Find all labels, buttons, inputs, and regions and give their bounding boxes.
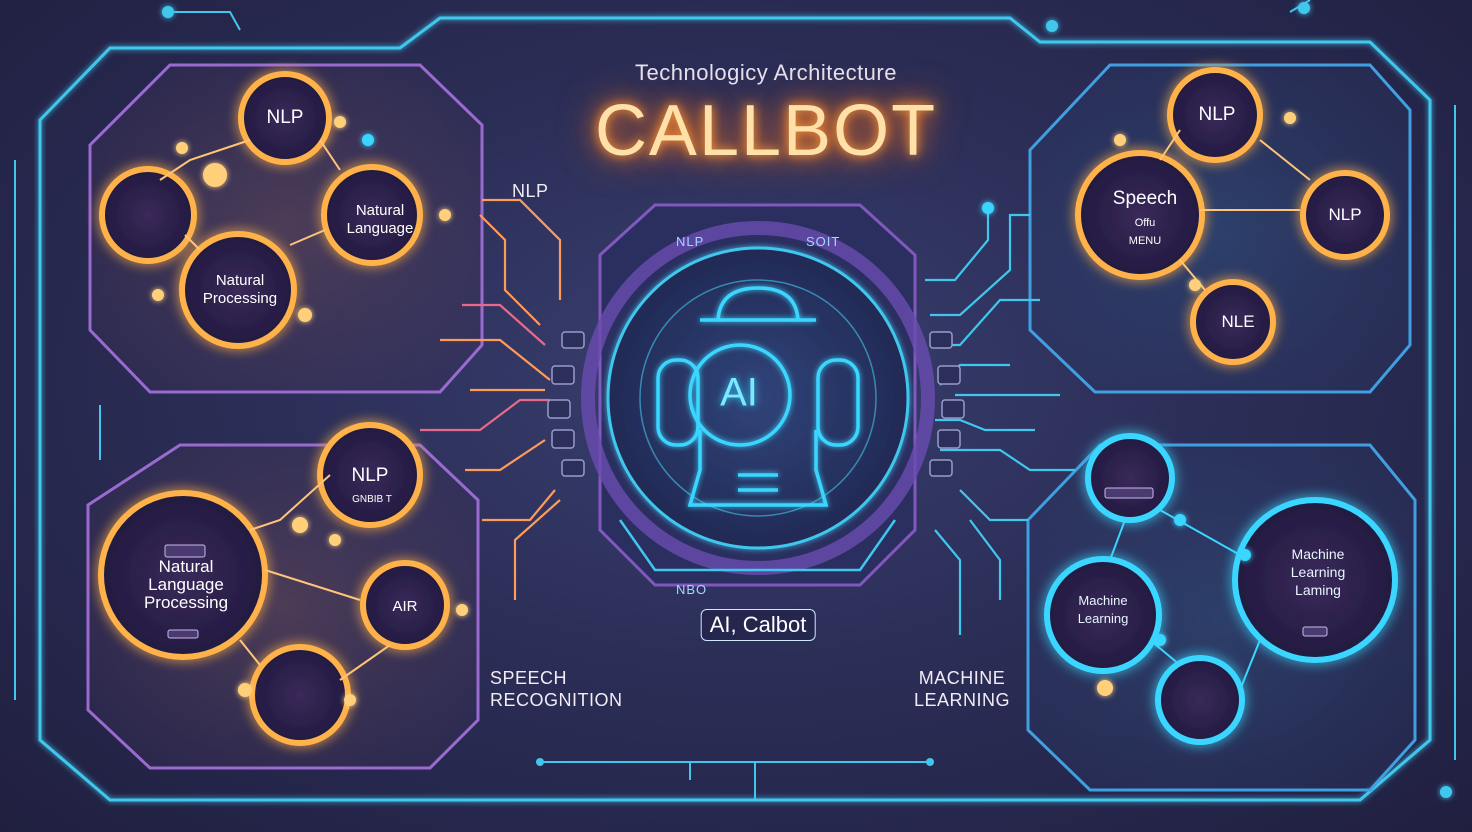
machine-learning-label: MACHINE LEARNING xyxy=(914,668,1011,710)
node-natural-language: Natural Language xyxy=(346,202,414,237)
circuit-traces-left xyxy=(420,198,562,600)
core-top-tag-left: NLP xyxy=(676,234,705,249)
nlp-connector-label: NLP xyxy=(512,181,549,201)
frame-node-dot xyxy=(162,6,174,18)
node-nlp-top-left: NLP xyxy=(266,107,304,128)
core-bottom-tag: NBO xyxy=(676,582,708,597)
frame-node-dot xyxy=(926,758,934,766)
node-machine-learning-right: Machine Learning Laming xyxy=(1290,546,1346,598)
node-nlp-sub: GNBIB T xyxy=(352,494,392,505)
node-natural-language-processing: Natural Language Processing xyxy=(143,557,229,612)
node-air: AIR xyxy=(392,598,418,615)
circuit-traces-right xyxy=(925,208,1075,635)
junction-dots xyxy=(152,112,1296,706)
core-top-tag-right: SOIT xyxy=(806,234,841,249)
speech-recognition-label: SPEECH RECOGNITION xyxy=(490,668,623,710)
core-badge: AI, Calbot xyxy=(700,609,816,641)
node-nlp-top-right: NLP xyxy=(1198,104,1236,125)
node-links xyxy=(159,129,1311,691)
node-rings-cool xyxy=(1044,433,1398,745)
core-ai-label: AI xyxy=(720,370,758,415)
page-title: CALLBOT xyxy=(594,91,938,171)
outer-frame xyxy=(38,16,1432,802)
node-speech-sub: Offu MENU xyxy=(1128,217,1162,247)
node-machine-learning-left: Machine Learning xyxy=(1077,593,1129,626)
frame-node-dot xyxy=(1440,786,1452,798)
frame-accents xyxy=(14,0,1456,800)
frame-node-dot xyxy=(1046,20,1058,32)
node-nlp-right: NLP xyxy=(1328,205,1362,224)
junction-dots-cool xyxy=(362,134,1251,646)
node-natural-processing: Natural Processing xyxy=(202,272,278,307)
core-side-tabs-left xyxy=(547,331,585,477)
robot-headset-icon xyxy=(656,286,860,507)
frame-node-dot xyxy=(1298,2,1310,14)
node-speech: Speech xyxy=(1112,188,1178,209)
node-nlp-bottom-left: NLP xyxy=(351,465,389,486)
frame-node-dot xyxy=(536,758,544,766)
core-side-tabs-right xyxy=(929,331,965,477)
page-subtitle: Technologicy Architecture xyxy=(635,60,897,85)
node-rings-warm xyxy=(98,67,1390,746)
node-plaques xyxy=(164,487,1328,639)
core-hub xyxy=(581,203,935,587)
panel-top-right xyxy=(1028,63,1412,394)
node-nle: NLE xyxy=(1221,312,1255,331)
